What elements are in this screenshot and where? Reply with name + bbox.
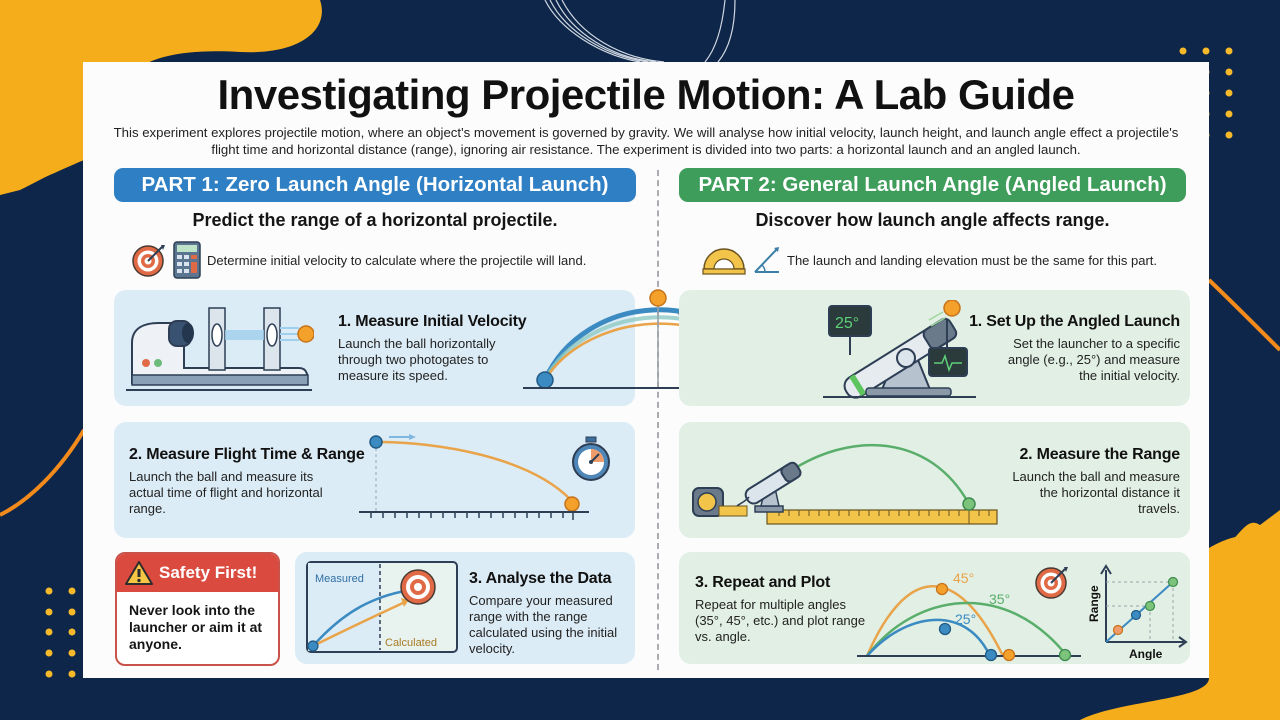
calculator-icon [173, 241, 201, 279]
calculated-label: Calculated [385, 637, 437, 649]
section-divider [657, 170, 659, 670]
part1-step3-card: Measured Calculated 3. Analyse the Data … [295, 552, 635, 664]
safety-body: Never look into the launcher or aim it a… [129, 602, 263, 652]
part1-step1-title: 1. Measure Initial Velocity [338, 313, 527, 330]
intro-paragraph: This experiment explores projectile moti… [113, 125, 1179, 157]
part2-step3-body: Repeat for multiple angles (35°, 45°, et… [695, 597, 866, 644]
safety-header: Safety First! [117, 554, 278, 592]
part2-step1-body: Set the launcher to a specific angle (e.… [1007, 336, 1180, 383]
part2-step1-title: 1. Set Up the Angled Launch [969, 313, 1180, 330]
part2-step3-card: 3. Repeat and Plot Repeat for multiple a… [679, 552, 1190, 664]
part2-note: The launch and landing elevation must be… [701, 242, 1157, 278]
warning-icon [125, 561, 153, 585]
measured-label: Measured [315, 573, 364, 585]
part2-step3-title: 3. Repeat and Plot [695, 574, 831, 591]
measured-vs-calculated-diagram: Measured Calculated [306, 561, 458, 653]
part1-step2-body: Launch the ball and measure its actual t… [129, 469, 323, 516]
safety-heading: Safety First! [159, 563, 258, 582]
part1-subheading: Predict the range of a horizontal projec… [192, 210, 558, 230]
safety-callout: Safety First! Never look into the launch… [115, 552, 280, 666]
multi-angle-trajectories: 45° 35° 25° [857, 570, 1081, 662]
horizontal-launch-illustration [359, 434, 589, 520]
angle-label-45: 45° [953, 570, 974, 586]
photogate-launcher-illustration [126, 307, 314, 391]
part1-step1-body: Launch the ball horizontally through two… [338, 336, 496, 383]
part1-step3-title: 3. Analyse the Data [469, 570, 612, 587]
angle-label-35: 35° [989, 591, 1010, 607]
part2-step2-body: Launch the ball and measure the horizont… [1012, 469, 1180, 516]
part1-heading: PART 1: Zero Launch Angle (Horizontal La… [114, 168, 636, 202]
part1-step2-card: 2. Measure Flight Time & Range Launch th… [114, 422, 635, 538]
target-icon [132, 245, 165, 277]
angled-launcher-illustration: 25° [823, 300, 976, 399]
part2-note-text: The launch and landing elevation must be… [787, 252, 1157, 268]
angle-icon [754, 247, 779, 273]
part2-heading: PART 2: General Launch Angle (Angled Lau… [679, 168, 1186, 202]
part1-note-text: Determine initial velocity to calculate … [207, 252, 587, 268]
stopwatch-icon [572, 436, 610, 481]
plot-xlabel: Angle [1129, 647, 1163, 660]
angle-label-25: 25° [955, 611, 976, 627]
part1-note: Determine initial velocity to calculate … [131, 241, 587, 279]
lab-guide-sheet: Investigating Projectile Motion: A Lab G… [83, 62, 1209, 678]
protractor-icon [702, 248, 746, 275]
range-vs-angle-plot: Range Angle [1087, 564, 1188, 660]
page-title: Investigating Projectile Motion: A Lab G… [217, 71, 1075, 118]
part1-step2-title: 2. Measure Flight Time & Range [129, 446, 365, 463]
angle-display-value: 25° [835, 315, 859, 332]
part1-step1-card: 1. Measure Initial Velocity Launch the b… [114, 290, 635, 406]
target-icon [1035, 567, 1068, 599]
part2-step2-card: 2. Measure the Range Launch the ball and… [679, 422, 1190, 538]
part2-subheading: Discover how launch angle affects range. [755, 210, 1110, 230]
part2-step2-title: 2. Measure the Range [1019, 446, 1180, 463]
part1-step3-body: Compare your measured range with the ran… [469, 593, 618, 656]
plot-ylabel: Range [1087, 585, 1101, 622]
part2-step1-card: 25° 1. Set Up the Angled Launch Set the … [679, 290, 1190, 406]
range-measurement-illustration [692, 443, 998, 525]
